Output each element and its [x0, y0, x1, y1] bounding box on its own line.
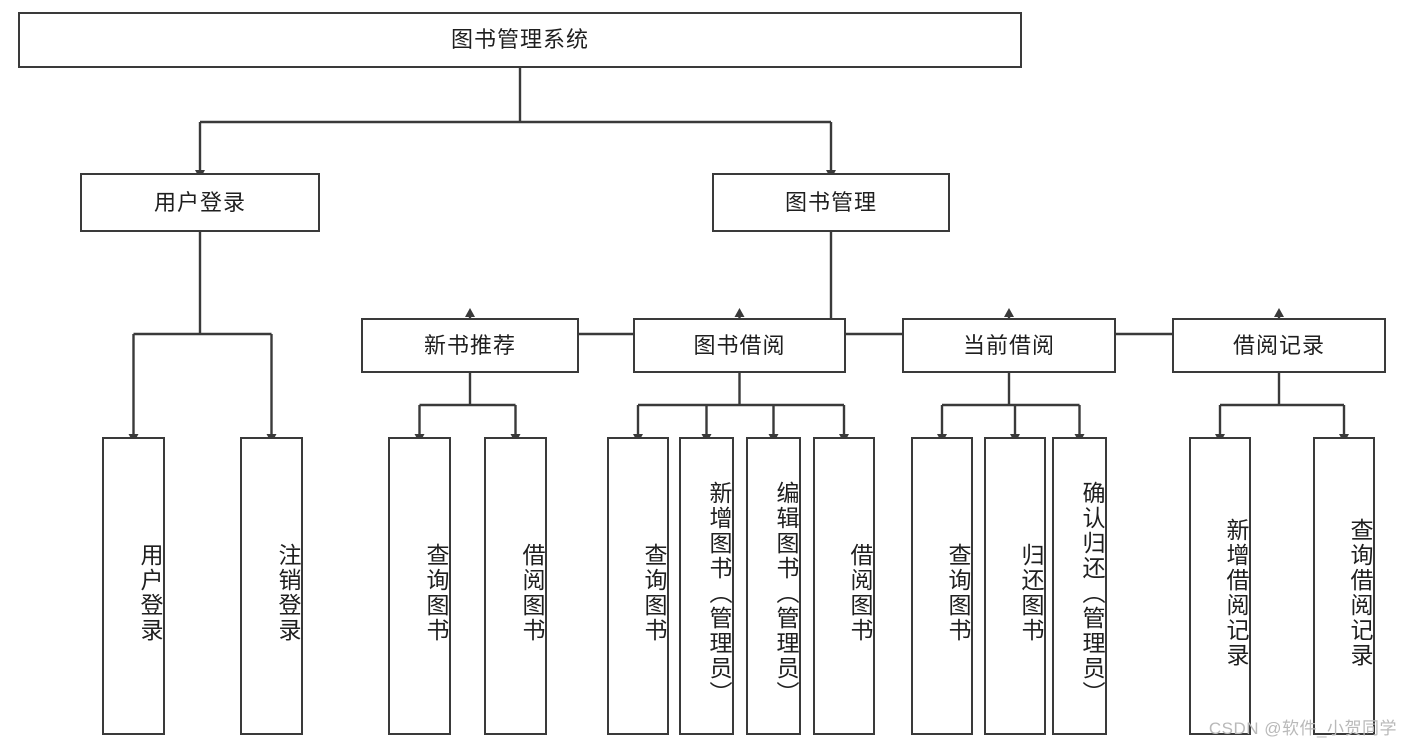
- node-label: 归还图书: [1018, 543, 1044, 643]
- node-leaf3[interactable]: 查询图书: [388, 437, 451, 735]
- node-leaf7[interactable]: 编辑图书（管理员）: [746, 437, 801, 735]
- node-label: 编辑图书（管理员）: [773, 480, 799, 706]
- node-leaf4[interactable]: 借阅图书: [484, 437, 547, 735]
- node-label: 用户登录: [153, 189, 246, 215]
- node-login[interactable]: 用户登录: [80, 173, 320, 232]
- node-leaf5[interactable]: 查询图书: [607, 437, 669, 735]
- node-leaf11[interactable]: 确认归还（管理员）: [1052, 437, 1107, 735]
- node-label: 新书推荐: [423, 332, 516, 358]
- node-label: 查询图书: [945, 543, 971, 643]
- node-label: 借阅记录: [1232, 332, 1325, 358]
- node-label: 图书管理系统: [450, 27, 589, 53]
- node-label: 新增借阅记录: [1223, 518, 1249, 668]
- node-leaf2[interactable]: 注销登录: [240, 437, 303, 735]
- node-leaf8[interactable]: 借阅图书: [813, 437, 875, 735]
- node-records[interactable]: 借阅记录: [1172, 318, 1386, 373]
- node-label: 借阅图书: [519, 543, 545, 643]
- node-leaf10[interactable]: 归还图书: [984, 437, 1046, 735]
- node-newbook[interactable]: 新书推荐: [361, 318, 579, 373]
- node-label: 新增图书（管理员）: [706, 480, 732, 706]
- node-leaf6[interactable]: 新增图书（管理员）: [679, 437, 734, 735]
- node-label: 借阅图书: [847, 543, 873, 643]
- node-leaf13[interactable]: 查询借阅记录: [1313, 437, 1375, 735]
- node-label: 图书借阅: [693, 332, 786, 358]
- watermark-text: CSDN @软件_小贺同学: [1208, 719, 1397, 738]
- node-leaf12[interactable]: 新增借阅记录: [1189, 437, 1251, 735]
- node-label: 查询图书: [641, 543, 667, 643]
- node-label: 用户登录: [137, 543, 163, 643]
- node-label: 查询借阅记录: [1347, 518, 1373, 668]
- node-label: 注销登录: [275, 543, 301, 643]
- node-label: 查询图书: [423, 543, 449, 643]
- node-leaf9[interactable]: 查询图书: [911, 437, 973, 735]
- node-label: 确认归还（管理员）: [1079, 480, 1105, 706]
- node-root[interactable]: 图书管理系统: [18, 12, 1022, 68]
- node-label: 图书管理: [784, 189, 877, 215]
- node-borrow[interactable]: 图书借阅: [633, 318, 846, 373]
- node-bookmgmt[interactable]: 图书管理: [712, 173, 950, 232]
- node-leaf1[interactable]: 用户登录: [102, 437, 165, 735]
- node-current[interactable]: 当前借阅: [902, 318, 1116, 373]
- node-label: 当前借阅: [962, 332, 1055, 358]
